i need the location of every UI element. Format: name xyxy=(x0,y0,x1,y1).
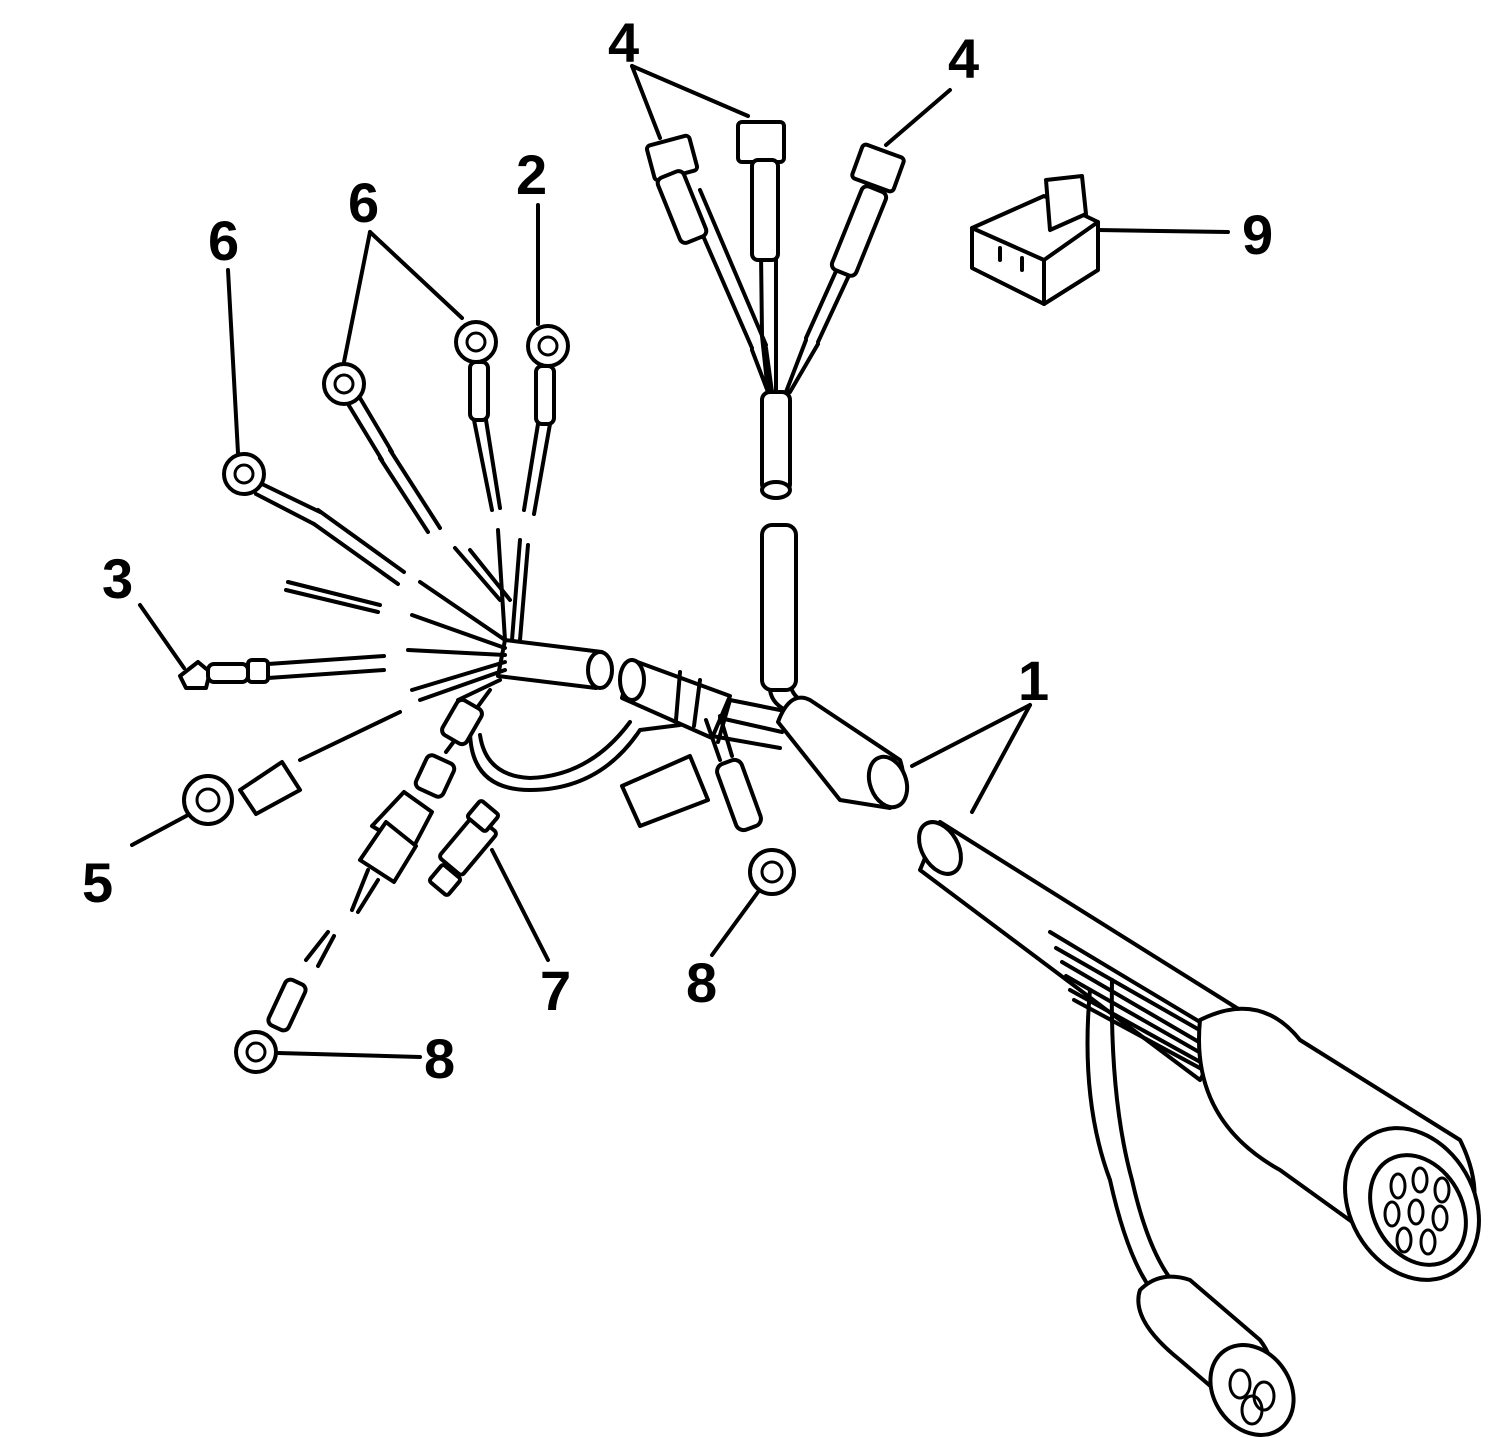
ring-terminal xyxy=(182,760,302,826)
callout-labels: 1 2 3 4 4 5 6 6 7 8 8 9 xyxy=(82,11,1273,1090)
spade-terminal-group xyxy=(644,120,906,500)
harness-branch-tube xyxy=(760,523,814,714)
connector-pins xyxy=(1383,1166,1451,1256)
callout-5: 5 xyxy=(82,851,113,914)
spade-terminal xyxy=(644,133,709,245)
callout-1: 1 xyxy=(1018,649,1049,712)
callout-2: 2 xyxy=(516,143,547,206)
ring-terminal xyxy=(222,452,406,586)
ring-terminal xyxy=(522,324,570,516)
fuse xyxy=(427,799,501,897)
ring-terminal xyxy=(620,714,796,896)
connector-block xyxy=(970,174,1100,306)
spade-terminal xyxy=(829,142,906,278)
ring-terminal xyxy=(322,362,442,534)
callout-6-middle: 6 xyxy=(348,171,379,234)
callout-7: 7 xyxy=(540,959,571,1022)
ring-terminal xyxy=(454,320,502,512)
main-connector-plug xyxy=(917,820,1481,1282)
inline-connector xyxy=(350,688,492,914)
bullet-terminal xyxy=(178,654,386,690)
fan-out-wires xyxy=(284,528,530,762)
callout-3: 3 xyxy=(102,547,133,610)
callout-4-left: 4 xyxy=(608,11,639,74)
callout-4-right: 4 xyxy=(948,27,979,90)
callout-8-left: 8 xyxy=(424,1027,455,1090)
callout-9: 9 xyxy=(1242,203,1273,266)
spade-terminal xyxy=(736,120,786,262)
callout-8-right: 8 xyxy=(686,951,717,1014)
ring-terminal xyxy=(234,930,336,1074)
callout-6-left: 6 xyxy=(208,209,239,272)
secondary-plug xyxy=(1085,978,1296,1437)
leader-lines xyxy=(130,64,1230,1059)
